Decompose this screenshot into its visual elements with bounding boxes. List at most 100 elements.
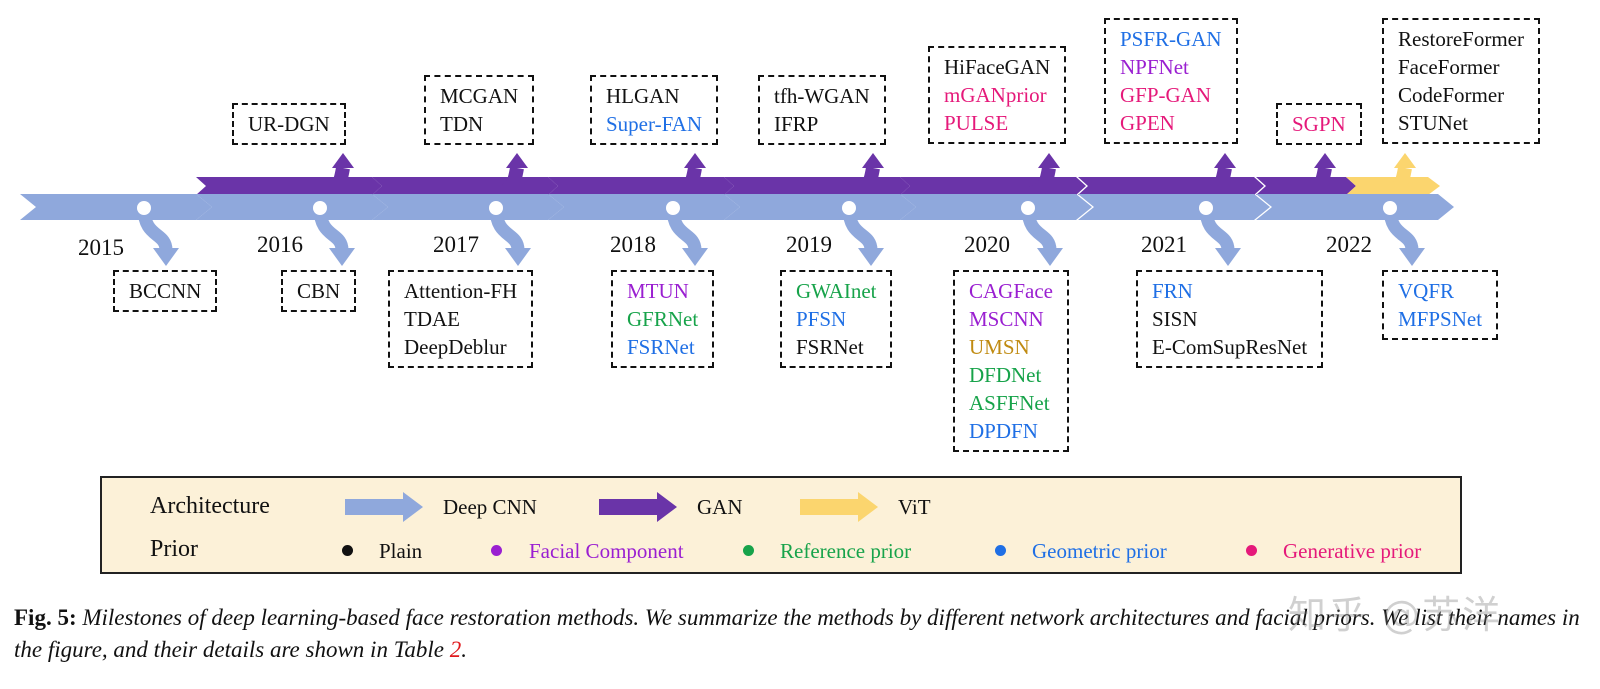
gan-band [196, 153, 1356, 202]
method-name: E-ComSupResNet [1152, 335, 1308, 359]
legend-facial-label: Facial Component [529, 539, 684, 563]
method-name: PFSN [796, 307, 847, 331]
generative-prior-dot [1246, 545, 1257, 556]
method-name: GPEN [1120, 111, 1175, 135]
legend-plain-label: Plain [379, 539, 423, 563]
deep-cnn-down-arrowhead [1399, 248, 1425, 266]
plain-prior-dot [342, 545, 353, 556]
year-2019: 2019 [786, 232, 832, 257]
method-name: MTUN [627, 279, 689, 303]
method-name: STUNet [1398, 111, 1468, 135]
year-2017: 2017 [433, 232, 479, 257]
deep-cnn-legend-arrow [345, 492, 423, 522]
method-name: MCGAN [440, 84, 519, 108]
deep-cnn-down-arrowhead [1037, 248, 1063, 266]
caption-text: Milestones of deep learning-based face r… [14, 605, 1580, 662]
methods-box-top-2020: HiFaceGAN mGANprior PULSE [928, 46, 1067, 144]
watermark: 知乎 @苏洋 [1288, 593, 1503, 637]
methods-box-bottom-2015: BCCNN [113, 270, 218, 312]
gan-up-arrowhead [506, 153, 528, 168]
timeline-dot [137, 201, 151, 215]
timeline-dot [1021, 201, 1035, 215]
methods-box-bottom-2022: VQFR MFPSNet [1382, 270, 1499, 340]
method-name: mGANprior [944, 83, 1047, 107]
deep-cnn-down-connector [1199, 207, 1235, 251]
deep-cnn-down-connector [842, 207, 878, 251]
method-name: DFDNet [969, 363, 1042, 387]
year-2015: 2015 [78, 235, 124, 260]
gan-segment [900, 177, 1086, 195]
method-name: VQFR [1398, 279, 1455, 303]
method-name: UMSN [969, 335, 1030, 359]
gan-segment [372, 177, 558, 195]
method-name: TDN [440, 112, 484, 136]
method-name: FSRNet [627, 335, 695, 359]
gan-segment [724, 177, 910, 195]
deep-cnn-segment [548, 194, 740, 220]
year-2016: 2016 [257, 232, 303, 257]
legend-panel: Architecture Deep CNN GAN ViT Prior Plai… [100, 476, 1462, 574]
method-name: FaceFormer [1398, 55, 1500, 79]
timeline-dot [842, 201, 856, 215]
method-name: GWAInet [796, 279, 877, 303]
method-name: SISN [1152, 307, 1198, 331]
gan-segment [1256, 177, 1356, 195]
deep-cnn-down-connector [1021, 207, 1057, 251]
method-name: ASFFNet [969, 391, 1050, 415]
legend-deep-cnn-label: Deep CNN [443, 495, 537, 519]
method-name: IFRP [774, 112, 819, 136]
methods-box-top-2016: UR-DGN [232, 103, 346, 145]
method-name: tfh-WGAN [774, 84, 870, 108]
legend-geometric-label: Geometric prior [1032, 539, 1167, 563]
vit-band [1346, 153, 1440, 202]
method-name: GFRNet [627, 307, 699, 331]
year-2021: 2021 [1141, 232, 1187, 257]
deep-cnn-segment [724, 194, 916, 220]
timeline-dot [1199, 201, 1213, 215]
gan-legend-arrow [599, 492, 677, 522]
method-name: DPDFN [969, 419, 1038, 443]
legend-reference-label: Reference prior [780, 539, 912, 563]
deep-cnn-down-connector [137, 207, 173, 251]
year-2020: 2020 [964, 232, 1010, 257]
vit-up-arrowhead [1394, 153, 1416, 168]
method-name: DeepDeblur [404, 335, 507, 359]
method-name: GFP-GAN [1120, 83, 1212, 107]
deep-cnn-segment [196, 194, 388, 220]
method-name: UR-DGN [248, 112, 330, 136]
method-name: FRN [1152, 279, 1193, 303]
deep-cnn-segment [900, 194, 1092, 220]
deep-cnn-down-connector [666, 207, 702, 251]
method-name: BCCNN [129, 279, 202, 303]
year-2022: 2022 [1326, 232, 1372, 257]
method-name: NPFNet [1120, 55, 1189, 79]
method-name: PSFR-GAN [1120, 27, 1222, 51]
method-name: HiFaceGAN [944, 55, 1051, 79]
gan-up-arrowhead [684, 153, 706, 168]
method-name: PULSE [944, 111, 1009, 135]
deep-cnn-segment [20, 194, 212, 220]
legend-architecture-title: Architecture [150, 493, 270, 519]
gan-up-arrowhead [1214, 153, 1236, 168]
deep-cnn-down-arrowhead [153, 248, 179, 266]
connector-arrows [137, 201, 1425, 266]
legend-gan-label: GAN [697, 495, 743, 519]
facial-prior-dot [491, 545, 502, 556]
caption-table-ref[interactable]: 2 [449, 637, 462, 662]
methods-box-bottom-2021: FRN SISN E-ComSupResNet [1136, 270, 1324, 368]
method-name: CAGFace [969, 279, 1053, 303]
methods-box-top-2019: tfh-WGAN IFRP [758, 75, 886, 145]
legend-prior-title: Prior [150, 536, 198, 562]
methods-box-top-2017: MCGAN TDN [424, 75, 535, 145]
deep-cnn-segment [372, 194, 564, 220]
gan-up-arrowhead [1314, 153, 1336, 168]
method-name: CBN [297, 279, 341, 303]
methods-box-top-2021: PSFR-GAN NPFNet GFP-GAN GPEN [1104, 18, 1238, 144]
vit-legend-arrow [800, 492, 878, 522]
timeline-dot [1383, 201, 1397, 215]
method-name: SGPN [1292, 112, 1346, 136]
methods-box-bottom-2018: MTUN GFRNet FSRNet [611, 270, 715, 368]
method-name: Super-FAN [606, 112, 703, 136]
method-name: HLGAN [606, 84, 680, 108]
timeline-dot [489, 201, 503, 215]
